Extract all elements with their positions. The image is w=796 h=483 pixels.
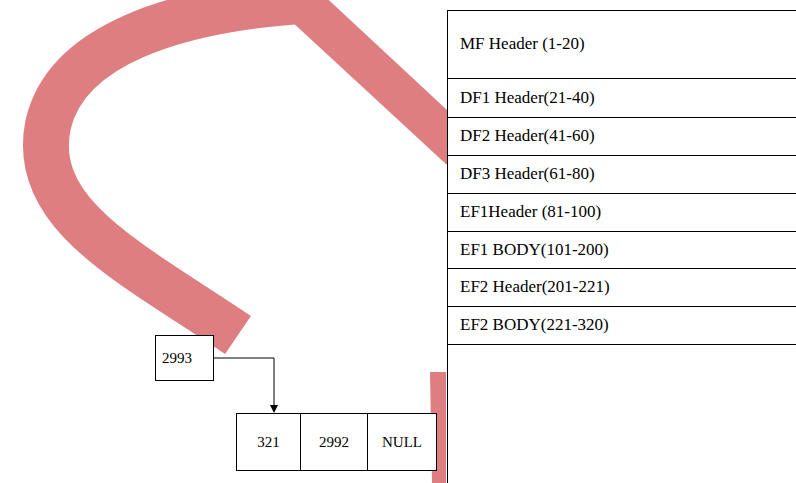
node-text: 2992 <box>319 434 349 451</box>
table-row: DF2 Header(41-60) <box>447 117 796 156</box>
table-border <box>447 344 448 483</box>
watermark-band <box>290 0 447 165</box>
node-text: EF2 Header(201-221) <box>460 278 610 297</box>
table-row: MF Header (1-20) <box>447 10 796 79</box>
list-cell: NULL <box>367 413 437 471</box>
watermark-band <box>46 0 315 335</box>
node-text: 2993 <box>162 350 192 367</box>
table-row: EF2 BODY(221-320) <box>447 306 796 345</box>
list-cell: 321 <box>236 413 301 471</box>
pointer-arrow <box>214 358 278 413</box>
table-row: EF2 Header(201-221) <box>447 268 796 307</box>
table-row: DF3 Header(61-80) <box>447 155 796 194</box>
node-text: 321 <box>257 434 280 451</box>
node-text: NULL <box>382 434 422 451</box>
arrow-head <box>270 405 278 413</box>
table-row: EF1Header (81-100) <box>447 193 796 232</box>
pointer-line <box>214 358 274 406</box>
pointer-box: 2993 <box>155 335 214 381</box>
node-text: EF1Header (81-100) <box>460 203 601 222</box>
table-row: DF1 Header(21-40) <box>447 78 796 118</box>
node-text: DF2 Header(41-60) <box>460 127 595 146</box>
node-text: DF1 Header(21-40) <box>460 89 595 108</box>
node-text: MF Header (1-20) <box>460 35 585 54</box>
list-cell: 2992 <box>300 413 368 471</box>
node-text: EF1 BODY(101-200) <box>460 241 609 260</box>
node-text: DF3 Header(61-80) <box>460 165 595 184</box>
node-text: EF2 BODY(221-320) <box>460 316 609 335</box>
table-row: EF1 BODY(101-200) <box>447 231 796 269</box>
